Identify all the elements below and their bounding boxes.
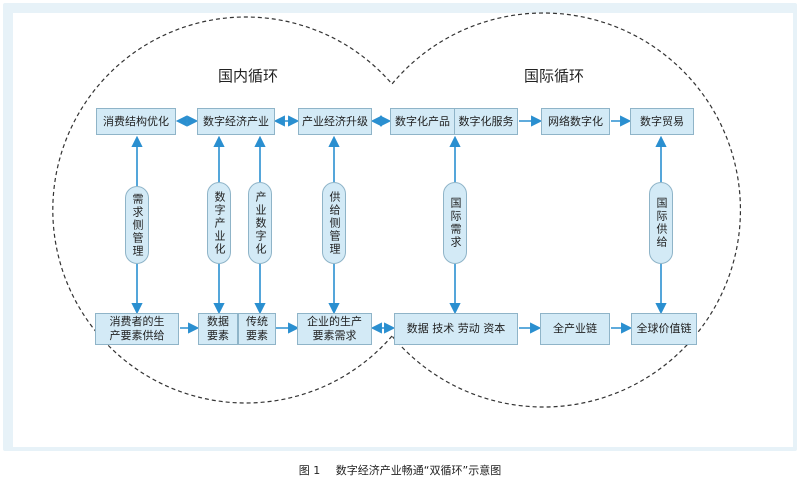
figure-caption: 图 1 数字经济产业畅通“双循环”示意图 [0, 462, 800, 478]
pill-demand-side: 需求侧管理 [125, 186, 149, 264]
pill-digital-industrialization: 数字产业化 [207, 182, 231, 264]
box-digital-services: 数字化服务 [454, 108, 518, 135]
pill-supply-side: 供给侧管理 [322, 182, 346, 264]
box-industrial-upgrade: 产业经济升级 [298, 108, 372, 135]
figure-title: 数字经济产业畅通“双循环”示意图 [335, 464, 502, 477]
pill-international-demand: 国际需求 [443, 182, 467, 264]
figure-number: 图 1 [298, 464, 321, 477]
pill-industrial-digitalization: 产业数字化 [248, 182, 272, 264]
box-data-factors: 数据 要素 [198, 313, 238, 345]
box-digital-economy-industry: 数字经济产业 [197, 108, 275, 135]
box-production-inputs: 数据 技术 劳动 资本 [394, 313, 518, 345]
box-enterprise-factors: 企业的生产 要素需求 [297, 313, 372, 345]
box-global-value-chain: 全球价值链 [631, 313, 697, 345]
box-digital-trade: 数字贸易 [630, 108, 694, 135]
box-whole-industry-chain: 全产业链 [540, 313, 610, 345]
connector-arrows [131, 115, 667, 334]
dual-circle-outline [52, 12, 741, 408]
box-network-digitalization: 网络数字化 [541, 108, 610, 135]
international-circulation-label: 国际循环 [524, 67, 585, 85]
domestic-circulation-label: 国内循环 [218, 67, 279, 85]
box-consumer-factors: 消费者的生 产要素供给 [95, 313, 179, 345]
box-traditional-factors: 传统 要素 [238, 313, 276, 345]
box-consumption-structure: 消费结构优化 [96, 108, 176, 135]
box-digital-products: 数字化产品 [390, 108, 454, 135]
pill-international-supply: 国际供给 [649, 182, 673, 264]
